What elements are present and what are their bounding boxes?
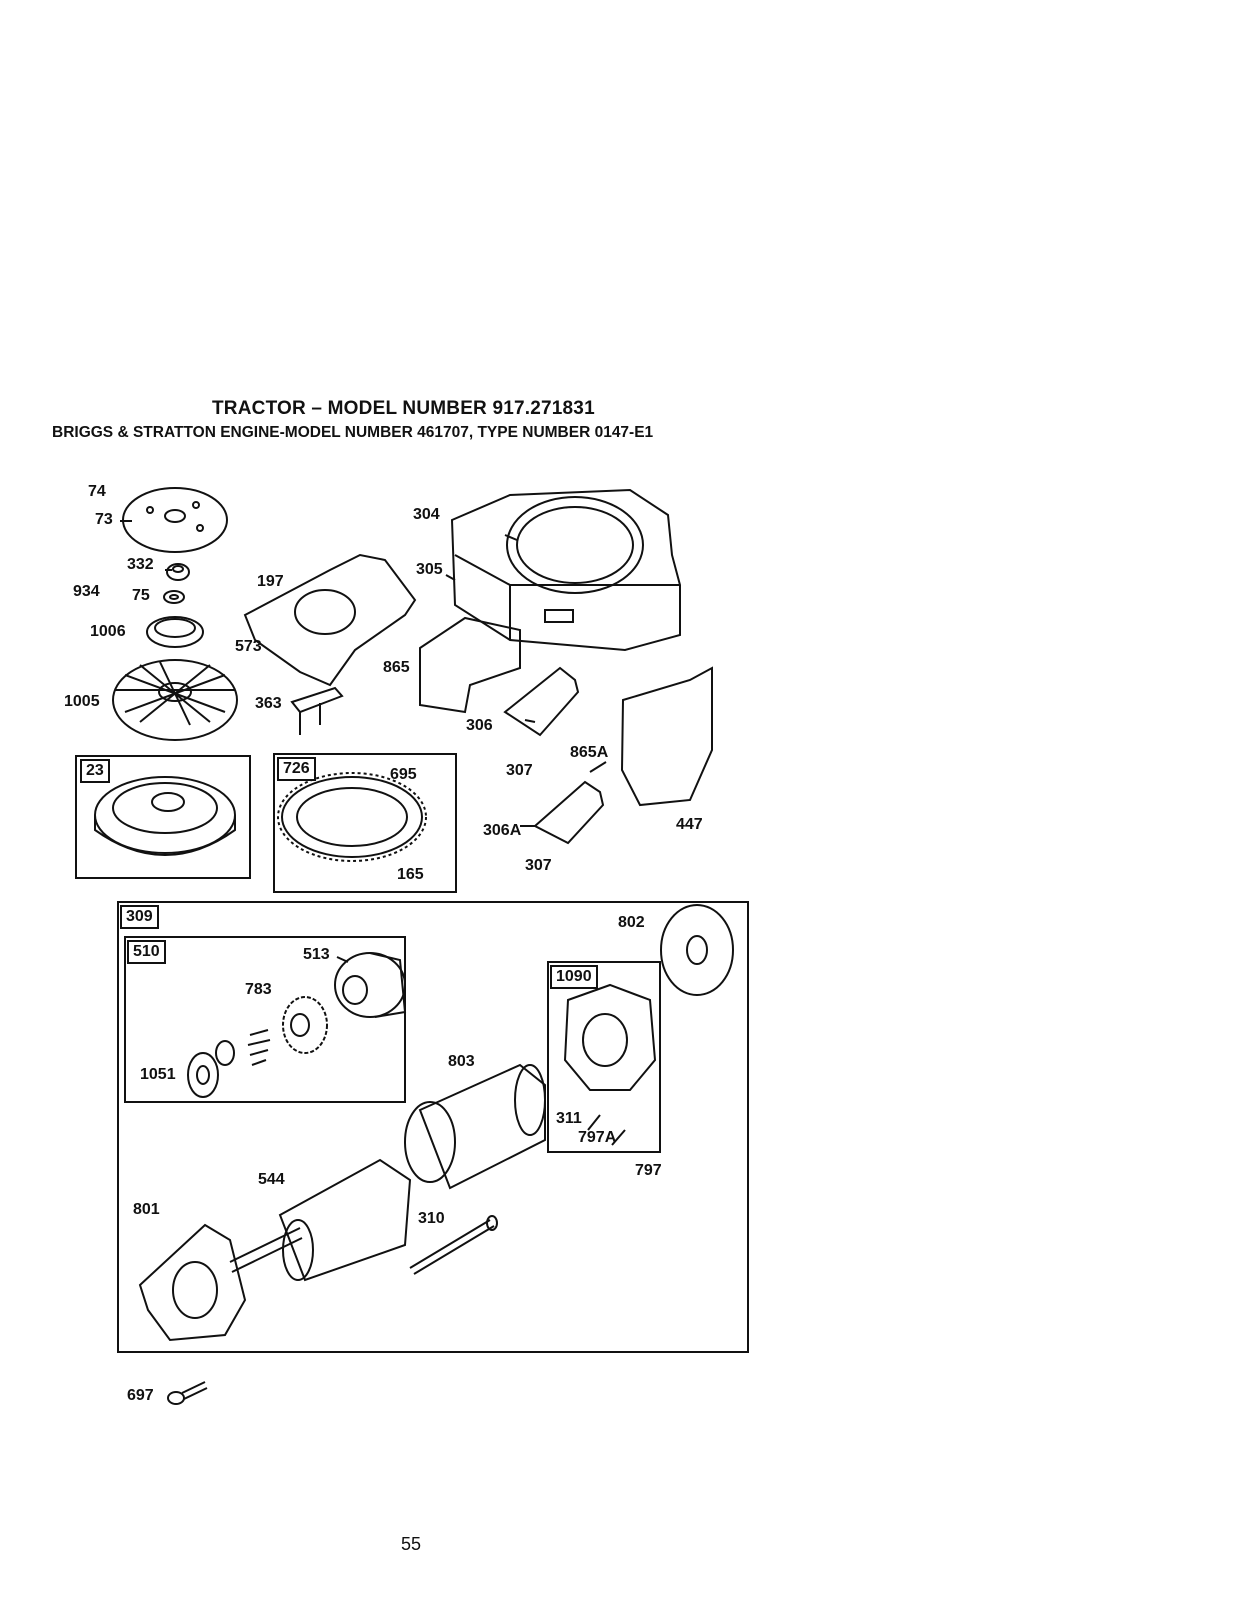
part-1090-brush-holder <box>565 985 655 1090</box>
callout-697: 697 <box>127 1387 154 1405</box>
callout-304: 304 <box>413 506 440 524</box>
part-spring <box>248 1030 270 1065</box>
callout-797: 797 <box>635 1162 662 1180</box>
callout-513: 513 <box>303 946 330 964</box>
callout-865A: 865A <box>570 744 608 762</box>
callout-197: 197 <box>257 573 284 591</box>
callout-797A: 797A <box>578 1129 616 1147</box>
box-label-510: 510 <box>127 940 166 964</box>
part-801-end-cap <box>140 1225 245 1340</box>
part-802-cover <box>661 905 733 995</box>
callout-310: 310 <box>418 1210 445 1228</box>
part-332-nut <box>167 564 189 580</box>
callout-306A: 306A <box>483 822 521 840</box>
part-865-shield <box>420 618 520 712</box>
part-1051-collar <box>188 1053 218 1097</box>
callout-573: 573 <box>235 638 262 656</box>
part-697-bolt <box>168 1382 207 1404</box>
callout-307-lower: 307 <box>525 857 552 875</box>
part-1005-fan <box>113 660 237 740</box>
callout-1006: 1006 <box>90 623 126 641</box>
callout-865: 865 <box>383 659 410 677</box>
callout-332: 332 <box>127 556 154 574</box>
callout-73: 73 <box>95 511 113 529</box>
callout-74: 74 <box>88 483 106 501</box>
part-726-ring-gear <box>278 773 426 861</box>
callout-934: 934 <box>73 583 100 601</box>
part-513-pinion-housing <box>335 953 405 1017</box>
box-309-frame <box>118 902 748 1352</box>
part-304-blower-housing <box>452 490 680 650</box>
part-306-plate <box>505 668 578 735</box>
callout-802: 802 <box>618 914 645 932</box>
callout-363: 363 <box>255 695 282 713</box>
callout-447: 447 <box>676 816 703 834</box>
part-783-gear <box>283 997 327 1053</box>
callout-165: 165 <box>397 866 424 884</box>
callout-1005: 1005 <box>64 693 100 711</box>
callout-803: 803 <box>448 1053 475 1071</box>
callout-75: 75 <box>132 587 150 605</box>
box-label-23: 23 <box>80 759 110 783</box>
box-label-309: 309 <box>120 905 159 929</box>
callout-311: 311 <box>556 1110 582 1128</box>
part-23-flywheel <box>95 777 235 855</box>
callout-1051: 1051 <box>140 1066 176 1084</box>
part-865A-shield <box>622 668 712 805</box>
callout-783: 783 <box>245 981 272 999</box>
part-363-bracket <box>292 688 342 735</box>
part-306A-plate <box>535 782 603 843</box>
part-803-motor-housing <box>405 1065 545 1188</box>
part-washer <box>216 1041 234 1065</box>
callout-544: 544 <box>258 1171 285 1189</box>
part-75-washer <box>164 591 184 603</box>
page-number: 55 <box>401 1534 421 1555</box>
box-label-1090: 1090 <box>550 965 598 989</box>
callout-695: 695 <box>390 766 417 784</box>
part-1006-screen <box>147 617 203 647</box>
callout-306: 306 <box>466 717 493 735</box>
callout-801: 801 <box>133 1201 160 1219</box>
callout-307-upper: 307 <box>506 762 533 780</box>
part-73-plate <box>123 488 227 552</box>
part-544-armature <box>230 1160 410 1280</box>
box-label-726: 726 <box>277 757 316 781</box>
callout-305: 305 <box>416 561 443 579</box>
